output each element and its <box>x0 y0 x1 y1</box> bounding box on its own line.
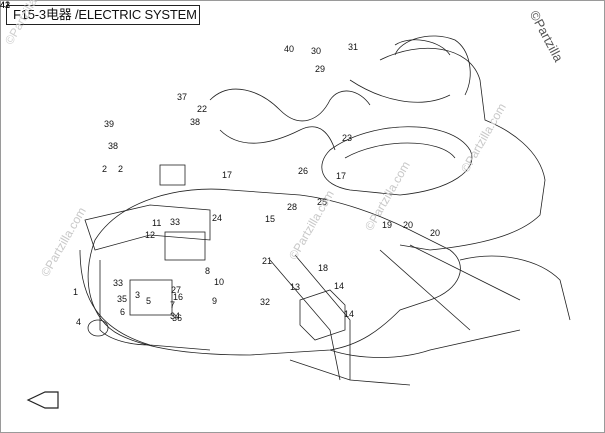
callout-number: 28 <box>287 202 298 212</box>
callout-number: 23 <box>342 133 353 143</box>
callout-number: 15 <box>265 214 276 224</box>
callout-number: 7 <box>170 300 176 310</box>
front-panel-outline <box>99 260 151 346</box>
regulator <box>299 289 346 341</box>
callout-number: 13 <box>290 282 301 292</box>
callout-number: 38 <box>108 141 119 151</box>
callout-number: 31 <box>348 42 359 52</box>
callout-number: 26 <box>298 166 309 176</box>
callout-number: 8 <box>205 266 211 276</box>
callout-number: 24 <box>212 213 223 223</box>
callout-number: 16 <box>173 292 184 302</box>
fuse-box <box>129 279 173 316</box>
callout-number: 22 <box>197 104 208 114</box>
wiring-harness <box>209 88 371 122</box>
callout-number: 18 <box>318 263 329 273</box>
ecu <box>159 164 186 186</box>
callout-number: 41 <box>0 0 11 10</box>
callout-number: 35 <box>117 294 128 304</box>
callout-number: 37 <box>177 92 188 102</box>
nav-arrow-icon <box>26 391 59 409</box>
rear-fender-outline <box>379 47 546 251</box>
diagram-title: F15-3电器 /ELECTRIC SYSTEM <box>6 5 200 25</box>
callout-number: 36 <box>172 313 183 323</box>
wiring-harness-3 <box>349 79 451 103</box>
frame-rail-2 <box>294 254 351 380</box>
callout-number: 9 <box>212 296 218 306</box>
frame-right <box>459 255 571 321</box>
callout-number: 21 <box>262 256 273 266</box>
callout-number: 1 <box>73 287 79 297</box>
callout-number: 20 <box>430 228 441 238</box>
frame-cross-2 <box>409 244 521 301</box>
callout-number: 38 <box>190 117 201 127</box>
callout-number: 40 <box>284 44 295 54</box>
callout-number: 17 <box>336 171 347 181</box>
callout-number: 17 <box>222 170 233 180</box>
callout-number: 20 <box>403 220 414 230</box>
seat-inner <box>344 142 456 159</box>
frame-lower <box>329 329 521 358</box>
front-rack <box>84 204 211 251</box>
callout-number: 39 <box>104 119 115 129</box>
callout-number: 3 <box>135 290 141 300</box>
callout-number: 30 <box>311 46 322 56</box>
callout-number: 32 <box>260 297 271 307</box>
callout-number: 4 <box>76 317 82 327</box>
callout-number: 33 <box>113 278 124 288</box>
front-fender-outline <box>79 249 211 351</box>
callout-number: 33 <box>170 217 181 227</box>
seat-outline <box>321 126 473 196</box>
frame-rail <box>269 259 341 381</box>
frame-cross <box>379 249 471 331</box>
horn <box>87 319 109 337</box>
wiring-harness-2 <box>219 126 336 151</box>
callout-number: 14 <box>334 281 345 291</box>
callout-number: 27 <box>171 285 182 295</box>
tail-light <box>394 39 451 56</box>
callout-number: 14 <box>344 309 355 319</box>
lower-frame <box>289 359 411 386</box>
callout-number: 11 <box>152 218 162 228</box>
callout-number: 12 <box>145 230 156 240</box>
callout-number: 42 <box>0 0 11 10</box>
callout-number: 34 <box>170 311 181 321</box>
callout-number: 2 <box>118 164 124 174</box>
callout-number: 10 <box>214 277 225 287</box>
callout-number: 6 <box>120 307 126 317</box>
callout-number: 5 <box>146 296 152 306</box>
main-body-outline <box>87 188 461 356</box>
callout-number: 43 <box>0 0 11 10</box>
callout-number: 29 <box>315 64 326 74</box>
callout-number: 19 <box>382 220 393 230</box>
callout-number: 25 <box>317 197 328 207</box>
callout-number: 2 <box>102 164 108 174</box>
rear-cover <box>394 35 471 96</box>
battery <box>164 231 206 261</box>
